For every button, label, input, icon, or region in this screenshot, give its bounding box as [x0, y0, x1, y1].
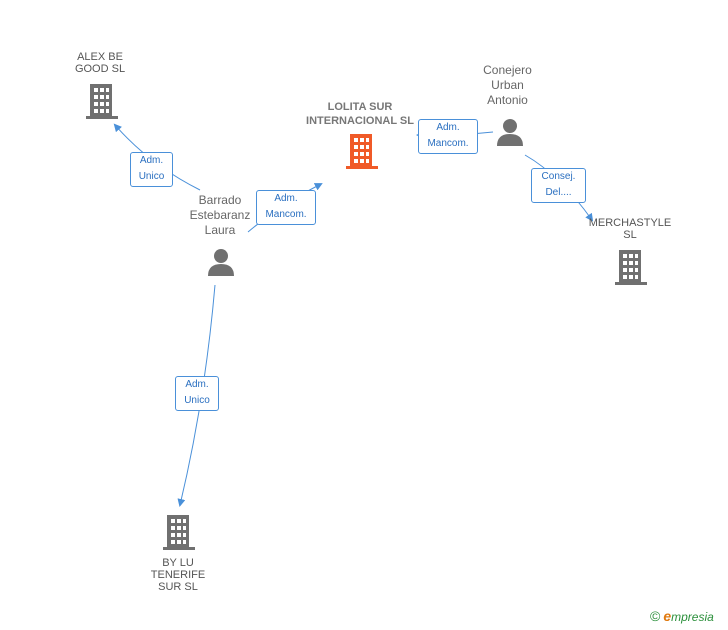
- edge-label-barrado-bylu[interactable]: Adm. Unico: [175, 376, 219, 411]
- edge-label-conejero-lolita[interactable]: Adm. Mancom.: [418, 119, 478, 154]
- node-label-barrado[interactable]: Barrado Estebaranz Laura: [189, 193, 251, 237]
- building-icon[interactable]: [163, 515, 195, 551]
- edge-label-barrado-alex[interactable]: Adm. Unico: [130, 152, 173, 187]
- building-icon[interactable]: [86, 84, 118, 120]
- building-icon[interactable]: [615, 250, 647, 286]
- brand-name: mpresia: [671, 610, 714, 624]
- person-icon[interactable]: [206, 247, 236, 277]
- node-label-lolita-sur[interactable]: LOLITA SUR INTERNACIONAL SL: [306, 101, 414, 127]
- brand-initial: e: [663, 608, 672, 624]
- node-label-alex-be-good[interactable]: ALEX BE GOOD SL: [74, 51, 126, 75]
- copyright-icon: ©: [650, 608, 661, 624]
- edge-label-conejero-merch[interactable]: Consej. Del....: [531, 168, 586, 203]
- node-label-merchastyle[interactable]: MERCHASTYLE SL: [588, 217, 672, 241]
- node-label-conejero[interactable]: Conejero Urban Antonio: [483, 63, 532, 107]
- empresia-logo[interactable]: © empresia: [650, 608, 714, 624]
- node-label-by-lu[interactable]: BY LU TENERIFE SUR SL: [150, 557, 206, 593]
- building-icon-focus[interactable]: [346, 134, 378, 170]
- edge-label-barrado-lolita[interactable]: Adm. Mancom.: [256, 190, 316, 225]
- person-icon[interactable]: [495, 117, 525, 147]
